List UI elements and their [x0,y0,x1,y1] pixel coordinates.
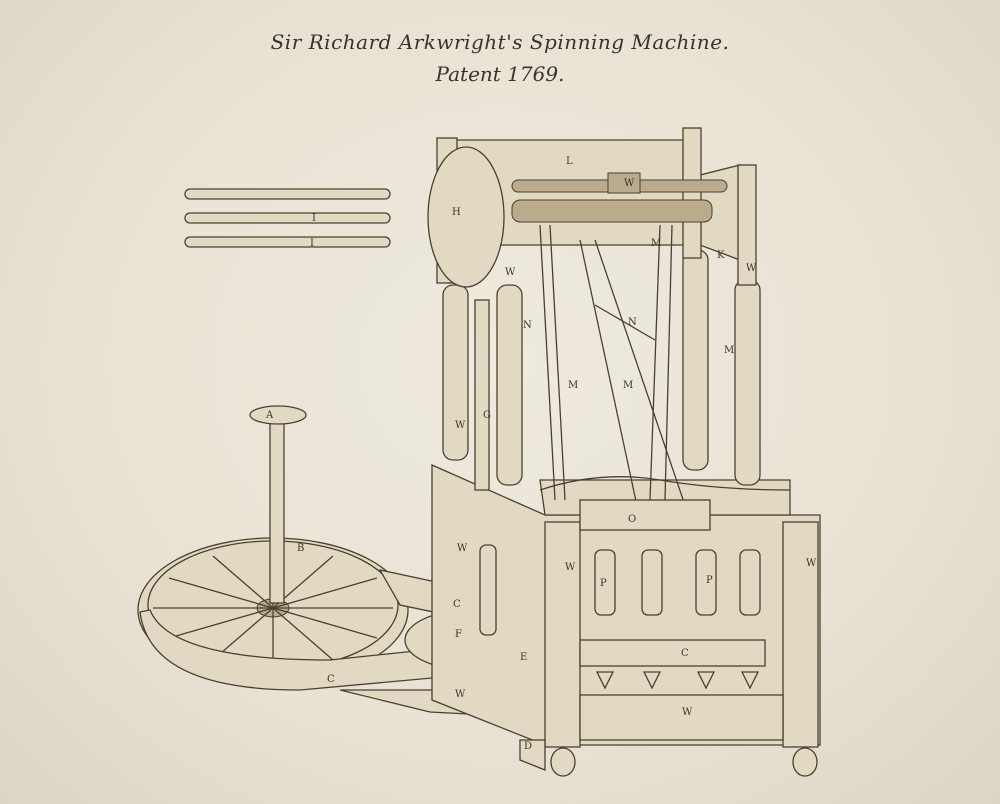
wheel-h [428,147,504,287]
part-label: G [483,410,491,421]
part-label: M [724,345,734,356]
part-label: N [628,317,637,328]
part-label: W [624,178,635,189]
part-label: L [566,156,573,167]
part-label: W [455,420,466,431]
part-label: P [706,575,713,586]
part-label: W [457,543,468,554]
part-label: D [524,741,532,752]
part-label: K [717,250,725,261]
part-label: W [455,689,466,700]
part-label: P [600,578,607,589]
part-label: E [520,652,527,663]
part-label: I [310,238,314,249]
part-label: C [681,648,689,659]
part-label: W [565,562,576,573]
part-label: I [312,213,316,224]
bobbin [740,550,760,615]
part-label: F [455,629,462,640]
part-label: W [682,707,693,718]
part-label: A [265,410,274,421]
spare-rollers [185,189,390,247]
part-label: W [746,263,757,274]
part-label: M [623,380,633,391]
bobbin [642,550,662,615]
part-label: N [523,320,532,331]
part-label: M [568,380,578,391]
part-label: M [651,238,661,249]
part-label: H [452,207,461,218]
part-label: C [327,674,335,685]
machine-frame [428,128,820,776]
part-label: C [453,599,461,610]
part-label: O [628,514,636,525]
part-label: B [297,543,304,554]
part-label: W [806,558,817,569]
part-label: W [505,267,516,278]
